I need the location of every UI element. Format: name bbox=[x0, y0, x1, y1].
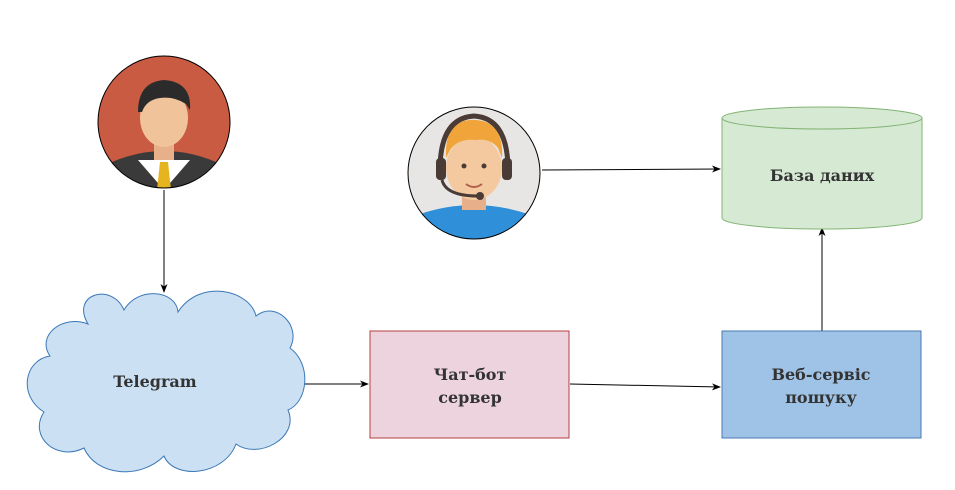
chatbot-server-node: Чат-бот сервер bbox=[369, 330, 570, 439]
database-node: База даних bbox=[721, 106, 923, 230]
web-service-node: Веб-сервіс пошуку bbox=[721, 330, 922, 439]
database-cylinder-top bbox=[721, 106, 923, 130]
chatbot-label-line1: Чат-бот bbox=[434, 365, 507, 384]
web-service-label-line2: пошуку bbox=[785, 388, 857, 407]
edges bbox=[160, 165, 826, 391]
telegram-label: Telegram bbox=[113, 372, 196, 391]
telegram-cloud-node: Telegram bbox=[26, 290, 306, 473]
telegram-cloud-shape bbox=[26, 290, 306, 473]
database-cylinder-body bbox=[721, 118, 923, 230]
businessman-avatar-icon bbox=[97, 55, 231, 189]
chatbot-server-box bbox=[369, 330, 570, 439]
chatbot-label-line2: сервер bbox=[438, 388, 502, 407]
edge-chatbot-to-webservice bbox=[569, 383, 721, 391]
support-operator-avatar-icon bbox=[407, 106, 541, 240]
web-service-box bbox=[721, 330, 922, 439]
database-label: База даних bbox=[770, 166, 875, 185]
edge-operator-to-database bbox=[541, 165, 721, 173]
web-service-label-line1: Веб-сервіс bbox=[771, 365, 870, 384]
